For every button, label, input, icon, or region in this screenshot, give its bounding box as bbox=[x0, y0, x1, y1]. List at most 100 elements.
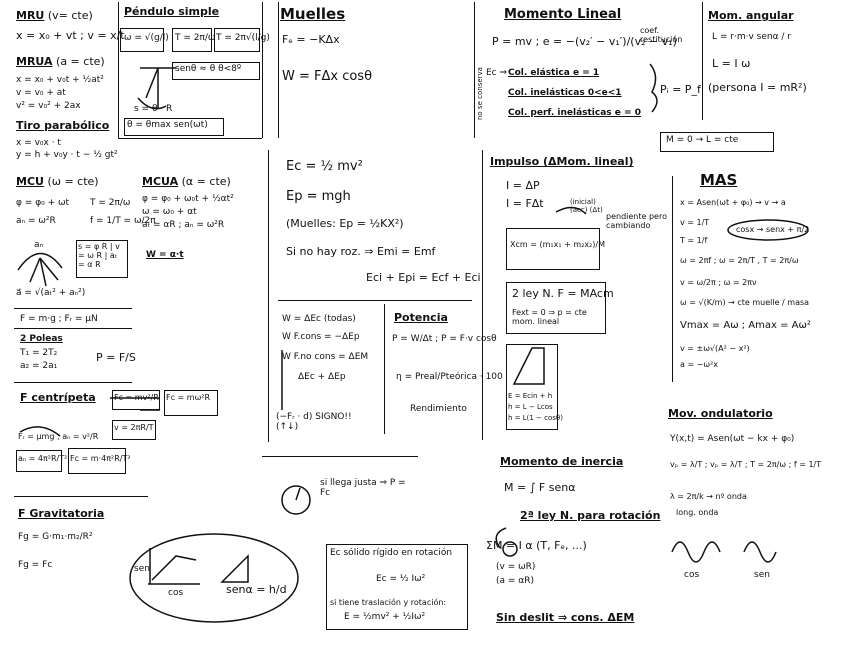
formula-box bbox=[660, 132, 774, 152]
poleas-title: 2 Poleas bbox=[20, 334, 63, 344]
potencia-eq1: P = W/Δt ; P = F·v cosθ bbox=[392, 334, 497, 344]
momento-inel: Col. inelásticas 0<e<1 bbox=[508, 88, 622, 98]
vector-an: aₙ bbox=[34, 240, 44, 250]
divider bbox=[118, 2, 119, 138]
pendulo-arc: s = θ · R bbox=[134, 104, 173, 114]
sketch-cos: cos bbox=[168, 588, 184, 598]
divider bbox=[474, 2, 475, 138]
mas-t: T = 1/f bbox=[680, 236, 708, 245]
mcua-eq2: ω = ω₀ + αt bbox=[142, 207, 197, 217]
sketch-ratio: senα = h/d bbox=[226, 583, 287, 596]
plane-e1: E = Ecin + h bbox=[508, 392, 553, 400]
momento-side: no se conserva bbox=[476, 67, 484, 120]
divider bbox=[14, 382, 132, 383]
mcua-eq4: W = α·t bbox=[146, 250, 184, 260]
momento-ec: Ec ⇒ bbox=[486, 68, 508, 78]
centripeta-fc5: Fc = m·4π²R/T² bbox=[70, 454, 131, 463]
mrua-eq3: v² = v₀² + 2ax bbox=[16, 101, 81, 111]
pendulo-f2: T = 2π/ω bbox=[175, 33, 216, 43]
formula-box bbox=[214, 28, 260, 52]
ondas-y: Y(x,t) = Asen(ωt − kx + φ₀) bbox=[670, 434, 795, 444]
angular-l1: L = r·m·v senα / r bbox=[712, 32, 791, 42]
impulso-xcm: Xcm = (m₁x₁ + m₂x₂)/M bbox=[510, 240, 605, 249]
energia-muelle: (Muelles: Ep = ½KX²) bbox=[286, 217, 404, 230]
momento-perf: Col. perf. inelásticas e = 0 bbox=[508, 108, 641, 118]
mrua-cond: (a = cte) bbox=[56, 55, 105, 68]
ondas-title: Mov. ondulatorio bbox=[668, 407, 773, 420]
angular-title: Mom. angular bbox=[708, 9, 794, 22]
ondas-lambda: λ = 2π/k → nº onda bbox=[670, 492, 747, 501]
divider bbox=[262, 456, 418, 457]
momento-cons: Pᵢ = P_f bbox=[660, 83, 701, 96]
mcua-eq3: aₜ = αR ; aₙ = ω²R bbox=[142, 220, 225, 230]
centripeta-fc4: v = 2πR/T bbox=[114, 423, 154, 432]
inercia-eq: M = ∫ F senα bbox=[504, 481, 576, 494]
trabajo-w3: W F.no cons = ΔEM bbox=[282, 352, 369, 362]
divider bbox=[14, 496, 148, 497]
rigido-trans: si tiene traslación y rotación: bbox=[330, 598, 447, 607]
newton2-text: Fext = 0 ⇒ p = cte mom. lineal bbox=[512, 308, 587, 327]
grav-eq1: Fg = G·m₁·m₂/R² bbox=[18, 532, 93, 542]
energia-roz: Eci + Epi = Ecf + Eci bbox=[366, 271, 481, 284]
energia-ep: Ep = mgh bbox=[286, 189, 351, 204]
mas-v: v = 1/T bbox=[680, 218, 710, 227]
plane-box bbox=[506, 344, 558, 430]
mrua-eq1: x = x₀ + v₀t + ½at² bbox=[16, 75, 104, 85]
rigido-eq: Ec = ½ Iω² bbox=[376, 574, 426, 584]
impulso-pend: pendiente pero cambiando bbox=[606, 212, 667, 231]
formula-box bbox=[16, 450, 62, 472]
poleas-eq2: a₂ = 2a₁ bbox=[20, 361, 58, 371]
inercia-sum: ΣM = I α (T, Fₑ, ...) bbox=[486, 539, 587, 552]
rigido-title: Ec sólido rígido en rotación bbox=[330, 548, 453, 558]
pendulo-title: Péndulo simple bbox=[124, 5, 220, 18]
potencia-rend: Rendimiento bbox=[410, 404, 467, 414]
pendulo-f3: T = 2π√(l/g) bbox=[216, 33, 270, 43]
impulso-title: Impulso (ΔMom. lineal) bbox=[490, 155, 634, 168]
mas-ax: a = −ω²x bbox=[680, 360, 719, 369]
formula-box bbox=[76, 240, 128, 278]
formula-box bbox=[172, 28, 212, 52]
loop-note: si llega justa ⇒ P = Fc bbox=[320, 478, 406, 499]
mcua-box: s = φ R | v = ω R | aₜ = α R bbox=[78, 242, 120, 270]
inercia-v: (v = ωR) bbox=[496, 562, 536, 572]
momento-p: P = mv ; e = −(v₂′ − v₁′)/(v₂ − v₁) bbox=[492, 35, 677, 48]
newton2-title: 2 ley N. F = MAcm bbox=[512, 287, 614, 300]
mas-w: ω = 2πf ; ω = 2π/T , T = 2π/ω bbox=[680, 256, 799, 265]
mrua-title: MRUA bbox=[16, 55, 53, 68]
divider bbox=[14, 328, 132, 329]
divider bbox=[672, 176, 673, 382]
plane-e3: h = L(1 − cosθ) bbox=[508, 414, 563, 422]
mru-title: MRU bbox=[16, 9, 45, 22]
pendulo-approx: senθ ≈ θ θ<8º bbox=[175, 64, 242, 74]
mas-box: cosx → senx + π/2 bbox=[736, 225, 810, 234]
weight-eq: F = m·g ; Fᵣ = μN bbox=[20, 314, 98, 324]
formula-box bbox=[506, 228, 600, 270]
formula-box bbox=[172, 62, 260, 80]
grav-title: F Gravitatoria bbox=[18, 507, 105, 520]
divider bbox=[482, 150, 483, 440]
muelles-force: Fₑ = −KΔx bbox=[282, 33, 340, 46]
momento-el: Col. elástica e = 1 bbox=[508, 68, 600, 78]
angular-cons: M = 0 → L = cte bbox=[666, 135, 739, 145]
grav-eq2: Fg = Fc bbox=[18, 560, 53, 570]
formula-box bbox=[164, 390, 218, 416]
rigido-box bbox=[326, 544, 468, 630]
muelles-title: Muelles bbox=[280, 5, 346, 23]
mcua-title: MCUA bbox=[142, 175, 179, 188]
divider bbox=[278, 2, 279, 138]
divider bbox=[262, 2, 263, 138]
mcua-cond: (α = cte) bbox=[181, 175, 231, 188]
newton2-box bbox=[506, 282, 606, 334]
formula-box bbox=[68, 448, 126, 474]
energia-ec: Ec = ½ mv² bbox=[286, 159, 363, 174]
inercia-title: Momento de inercia bbox=[500, 455, 624, 468]
energia-noroz: Si no hay roz. ⇒ Emi = Emf bbox=[286, 245, 436, 258]
potencia-title: Potencia bbox=[394, 311, 448, 324]
divider bbox=[118, 138, 262, 139]
mcu-t2: f = 1/T = ω/2π bbox=[90, 216, 156, 226]
centripeta-an2: aₙ = 4π²R/T² bbox=[18, 454, 68, 463]
mrua-eq2: v = v₀ + at bbox=[16, 88, 66, 98]
plane-e2: h = L − Lcos bbox=[508, 403, 553, 411]
